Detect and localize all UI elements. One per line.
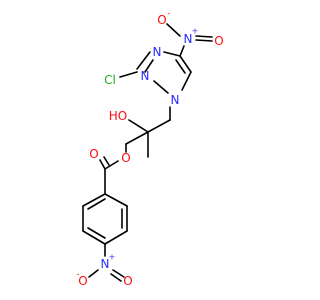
bond-nitro-b-o-right [112,269,125,278]
atom-nitro-top-o-left-charge: - [168,9,171,18]
atom-n1: N [171,93,180,107]
bond-c4-n3 [163,51,181,57]
atom-ester-o: O [121,151,130,165]
bond-n3-c2 [144,59,154,73]
bond-nitro-n-o-left [166,23,181,37]
bond-c5-c4-double [175,59,186,74]
bond-ch2-cq [147,119,171,133]
bond-cc-carbonyl-o [99,159,106,170]
atom-nitro-bottom-o-left: O [78,274,87,288]
atom-cl: Cl [104,73,116,87]
bond-cq-oh [128,119,149,133]
atom-hydroxyl: HO [109,109,127,123]
molecule-structure: N N N Cl O - N + O HO O O N + O - O [77,9,224,289]
atom-nitro-top-o-right: O [214,34,223,48]
atom-n3: N [153,45,162,59]
bond-c5-c4 [179,55,192,73]
atom-nitro-bottom-o-right: O [123,274,132,288]
bond-benz-3-4 [104,230,128,245]
atom-nitro-top-n-charge: + [192,27,199,36]
bond-benz-4-5-inner [87,227,106,239]
atom-n3-ring: N [141,69,150,83]
bond-c4-nitro-n [179,45,185,57]
atom-nitro-top-n: N [184,32,193,46]
bond-benz-4-5 [82,230,106,245]
bond-cc-carbonyl-o-double [103,156,110,166]
bond-benz-6-1-inner [87,198,106,210]
bond-nitro-n-o-right-double [195,35,213,38]
bond-c2-n1 [153,80,169,94]
bond-c2-n3-double [136,51,151,70]
bond-nitro-b-o-left [88,269,99,278]
atom-nitro-top-o-left: O [157,13,166,27]
bond-o-cc [104,160,119,170]
atom-carbonyl-o: O [89,147,98,161]
atom-nitro-bottom-n: N [101,257,110,271]
bond-cq-ch2 [125,131,149,145]
bond-benz-1-2 [104,193,128,207]
atom-nitro-bottom-n-charge: + [109,253,116,262]
bond-benz-6-1 [82,193,106,207]
bond-n1-c5 [181,71,192,91]
bond-nitro-n-o-right [195,39,213,42]
atom-nitro-bottom-o-left-charge: - [77,270,80,279]
bond-c2-cl [119,71,138,78]
bond-nitro-b-o-right-double [110,273,122,282]
